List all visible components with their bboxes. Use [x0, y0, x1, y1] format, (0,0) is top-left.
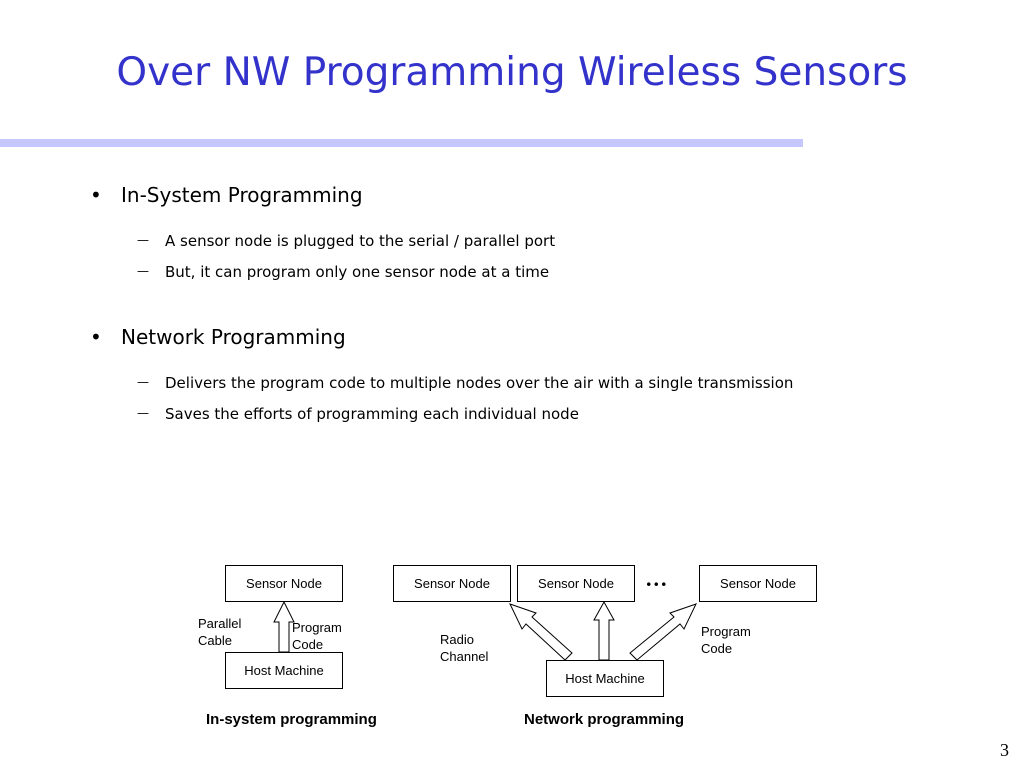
in-system-program-code-label: Program Code	[292, 620, 342, 652]
page-number: 3	[1000, 740, 1009, 760]
slide-title: Over NW Programming Wireless Sensors	[116, 50, 908, 95]
sub-bullet-text: Saves the efforts of programming each in…	[165, 405, 579, 423]
in-system-arrow	[273, 600, 295, 653]
network-arrow-left	[509, 603, 573, 661]
network-arrow-center	[593, 600, 615, 661]
sub-bullet-text: Delivers the program code to multiple no…	[165, 374, 794, 392]
in-system-host-machine: Host Machine	[225, 652, 343, 689]
dash-icon: —	[137, 233, 149, 247]
network-arrow-right	[629, 603, 697, 661]
network-caption: Network programming	[524, 711, 685, 728]
in-system-sensor-node: Sensor Node	[225, 565, 343, 602]
more-nodes-ellipsis: ...	[646, 566, 669, 591]
sub-bullet-text: A sensor node is plugged to the serial /…	[165, 232, 556, 250]
parallel-cable-label: Parallel Cable	[198, 616, 242, 648]
radio-channel-label: Radio Channel	[440, 632, 489, 664]
sub-bullet-text: But, it can program only one sensor node…	[165, 263, 550, 281]
bullet-icon: •	[90, 183, 102, 207]
in-system-caption: In-system programming	[206, 711, 377, 728]
dash-icon: —	[137, 264, 149, 278]
network-program-code-label: Program Code	[701, 624, 751, 656]
dash-icon: —	[137, 375, 149, 389]
bullet-text: Network Programming	[121, 325, 346, 349]
bullet-text: In-System Programming	[121, 183, 363, 207]
dash-icon: —	[137, 406, 149, 420]
network-host-machine: Host Machine	[546, 660, 664, 697]
network-sensor-node-2: Sensor Node	[517, 565, 635, 602]
network-sensor-node-1: Sensor Node	[393, 565, 511, 602]
bullet-icon: •	[90, 325, 102, 349]
title-underline	[0, 139, 803, 147]
network-sensor-node-3: Sensor Node	[699, 565, 817, 602]
